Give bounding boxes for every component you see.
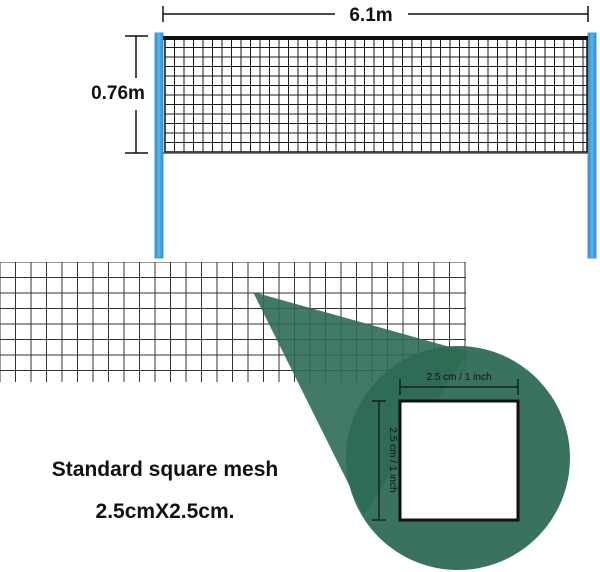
square-width-dimension: [399, 379, 519, 395]
square-width-label: 2.5 cm / 1 inch: [426, 372, 491, 383]
height-label: 0.76m: [91, 83, 145, 104]
square-height-dimension: [372, 400, 386, 521]
net-border: [164, 37, 588, 153]
width-dimension: [162, 6, 589, 22]
square-height-label: 2.5 cm / 1 inch: [387, 427, 398, 492]
width-label: 6.1m: [349, 5, 392, 26]
left-pole: [154, 32, 164, 259]
height-dimension: [125, 35, 148, 154]
single-mesh-square: [398, 399, 520, 522]
net: [163, 36, 588, 154]
right-pole: [587, 32, 597, 259]
caption-size: 2.5cmX2.5cm.: [95, 500, 235, 523]
net-grid: [165, 38, 587, 152]
magnifier: 2.5 cm / 1 inch 2.5 cm / 1 inch: [253, 292, 570, 570]
caption-title: Standard square mesh: [51, 458, 279, 481]
